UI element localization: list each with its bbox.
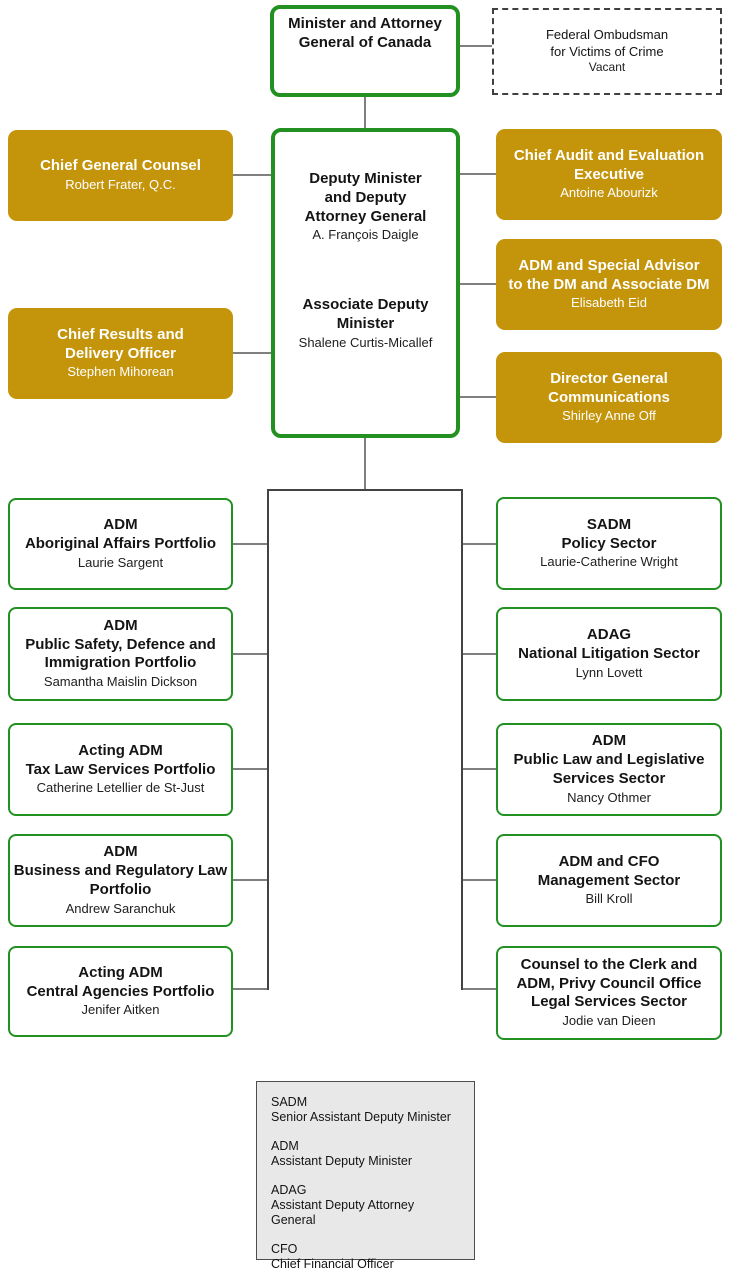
role-label: SADM: [586, 515, 632, 533]
adm-cfo-management-box: ADM and CFO Management Sector Bill Kroll: [496, 834, 722, 927]
connector-deputy-special-advisor: [460, 283, 496, 285]
chief-general-counsel-name: Robert Frater, Q.C.: [65, 176, 176, 192]
chief-general-counsel-title: Chief General Counsel: [40, 157, 201, 175]
unit-label: National Litigation Sector: [518, 645, 700, 663]
connector-deputy-communications: [460, 396, 496, 398]
unit-label: Public Law and Legislative Services Sect…: [513, 751, 705, 787]
person-name: Bill Kroll: [585, 891, 633, 907]
person-name: Laurie Sargent: [77, 554, 164, 570]
legend-abbr: ADAG: [271, 1183, 307, 1197]
chief-results-delivery-officer-box: Chief Results and Delivery Officer Steph…: [8, 308, 233, 399]
chief-audit-evaluation-box: Chief Audit and Evaluation Executive Ant…: [496, 129, 722, 220]
connector-minister-deputy: [364, 97, 366, 128]
legend-full: Assistant Deputy Attorney General: [271, 1198, 415, 1227]
person-name: Jodie van Dieen: [562, 1013, 656, 1029]
connector-hub-left-4: [233, 879, 267, 881]
person-name: Nancy Othmer: [567, 789, 651, 805]
associate-deputy-minister-title: Associate Deputy Minister: [302, 296, 429, 332]
adm-special-advisor-name: Elisabeth Eid: [571, 295, 647, 311]
role-label: ADM and CFO: [558, 852, 660, 870]
hub-connector-frame: [267, 489, 463, 990]
chief-general-counsel-box: Chief General Counsel Robert Frater, Q.C…: [8, 130, 233, 221]
connector-hub-right-3: [463, 768, 496, 770]
unit-label: Central Agencies Portfolio: [26, 982, 215, 1000]
deputy-minister-box: Deputy Minister and Deputy Attorney Gene…: [271, 128, 460, 438]
role-label: Acting ADM: [78, 741, 163, 759]
acting-adm-tax-law-box: Acting ADM Tax Law Services Portfolio Ca…: [8, 723, 233, 816]
connector-hub-right-2: [463, 653, 496, 655]
connector-hub-left-3: [233, 768, 267, 770]
unit-label: Policy Sector: [561, 534, 657, 552]
counsel-clerk-privy-council-box: Counsel to the Clerk and ADM, Privy Coun…: [496, 946, 722, 1040]
legend-item-adag: ADAG Assistant Deputy Attorney General: [271, 1183, 460, 1228]
connector-hub-right-4: [463, 879, 496, 881]
connector-hub-left-2: [233, 653, 267, 655]
connector-minister-ombudsman: [460, 45, 492, 47]
chief-results-delivery-officer-title: Chief Results and Delivery Officer: [57, 325, 184, 362]
connector-hub-left-1: [233, 543, 267, 545]
person-name: Laurie-Catherine Wright: [540, 554, 678, 570]
legend-abbr: ADM: [271, 1139, 299, 1153]
legend-item-sadm: SADM Senior Assistant Deputy Minister: [271, 1095, 460, 1125]
ombudsman-title: Federal Ombudsman for Victims of Crime: [545, 27, 669, 59]
adm-public-safety-box: ADM Public Safety, Defence and Immigrati…: [8, 607, 233, 701]
director-general-communications-box: Director General Communications Shirley …: [496, 352, 722, 443]
connector-hub-right-1: [463, 543, 496, 545]
legend-item-cfo: CFO Chief Financial Officer: [271, 1242, 460, 1272]
role-label: ADM: [103, 616, 138, 634]
person-name: Jenifer Aitken: [81, 1002, 160, 1018]
minister-box: Minister and Attorney General of Canada: [270, 5, 460, 97]
legend-box: SADM Senior Assistant Deputy Minister AD…: [256, 1081, 475, 1271]
director-general-communications-title: Director General Communications: [548, 369, 670, 406]
minister-title: Minister and Attorney General of Canada: [288, 15, 442, 51]
role-label: ADM: [103, 843, 138, 861]
chief-results-delivery-officer-name: Stephen Mihorean: [67, 364, 174, 380]
deputy-minister-name: A. François Daigle: [312, 227, 419, 243]
person-name: Samantha Maislin Dickson: [43, 674, 198, 690]
acting-adm-central-agencies-box: Acting ADM Central Agencies Portfolio Je…: [8, 946, 233, 1037]
person-name: Andrew Saranchuk: [65, 900, 176, 916]
adag-national-litigation-box: ADAG National Litigation Sector Lynn Lov…: [496, 607, 722, 701]
legend-abbr: SADM: [271, 1095, 308, 1109]
unit-label: Public Safety, Defence and Immigration P…: [25, 635, 216, 672]
connector-hub-right-5: [463, 988, 496, 990]
role-label: ADM: [103, 516, 138, 534]
connector-counsel-deputy: [233, 174, 271, 176]
legend-full: Assistant Deputy Minister: [271, 1154, 413, 1168]
deputy-minister-title: Deputy Minister and Deputy Attorney Gene…: [304, 170, 427, 225]
legend-abbr: CFO: [271, 1242, 298, 1256]
connector-deputy-audit: [460, 173, 496, 175]
unit-label: Legal Services Sector: [531, 993, 687, 1011]
adm-special-advisor-title: ADM and Special Advisor to the DM and As…: [508, 256, 710, 293]
adm-special-advisor-box: ADM and Special Advisor to the DM and As…: [496, 239, 722, 330]
role-label: Counsel to the Clerk and ADM, Privy Coun…: [516, 955, 702, 992]
connector-results-deputy: [233, 352, 271, 354]
unit-label: Tax Law Services Portfolio: [25, 760, 216, 778]
chief-audit-evaluation-title: Chief Audit and Evaluation Executive: [513, 146, 705, 183]
role-label: ADM: [591, 732, 627, 750]
connector-hub-left-5: [233, 988, 267, 990]
legend-item-adm: ADM Assistant Deputy Minister: [271, 1139, 460, 1169]
chief-audit-evaluation-name: Antoine Abourizk: [560, 185, 658, 201]
ombudsman-name: Vacant: [588, 59, 626, 74]
deputy-minister-block: Deputy Minister and Deputy Attorney Gene…: [305, 170, 427, 244]
director-general-communications-name: Shirley Anne Off: [562, 408, 656, 424]
unit-label: Business and Regulatory Law Portfolio: [13, 862, 228, 898]
adm-aboriginal-affairs-box: ADM Aboriginal Affairs Portfolio Laurie …: [8, 498, 233, 590]
role-label: Acting ADM: [78, 963, 163, 981]
connector-deputy-hub: [364, 438, 366, 489]
sadm-policy-sector-box: SADM Policy Sector Laurie-Catherine Wrig…: [496, 497, 722, 590]
associate-deputy-minister-name: Shalene Curtis-Micallef: [298, 334, 433, 350]
ombudsman-box: Federal Ombudsman for Victims of Crime V…: [492, 8, 722, 95]
legend-full: Senior Assistant Deputy Minister: [271, 1110, 451, 1124]
unit-label: Aboriginal Affairs Portfolio: [24, 535, 217, 553]
person-name: Catherine Letellier de St-Just: [36, 780, 205, 796]
adm-public-law-box: ADM Public Law and Legislative Services …: [496, 723, 722, 816]
legend-full: Chief Financial Officer: [271, 1257, 394, 1271]
role-label: ADAG: [586, 626, 632, 644]
adm-business-regulatory-box: ADM Business and Regulatory Law Portfoli…: [8, 834, 233, 927]
unit-label: Management Sector: [537, 871, 681, 889]
associate-deputy-minister-block: Associate Deputy Minister Shalene Curtis…: [299, 296, 433, 351]
person-name: Lynn Lovett: [575, 664, 643, 680]
